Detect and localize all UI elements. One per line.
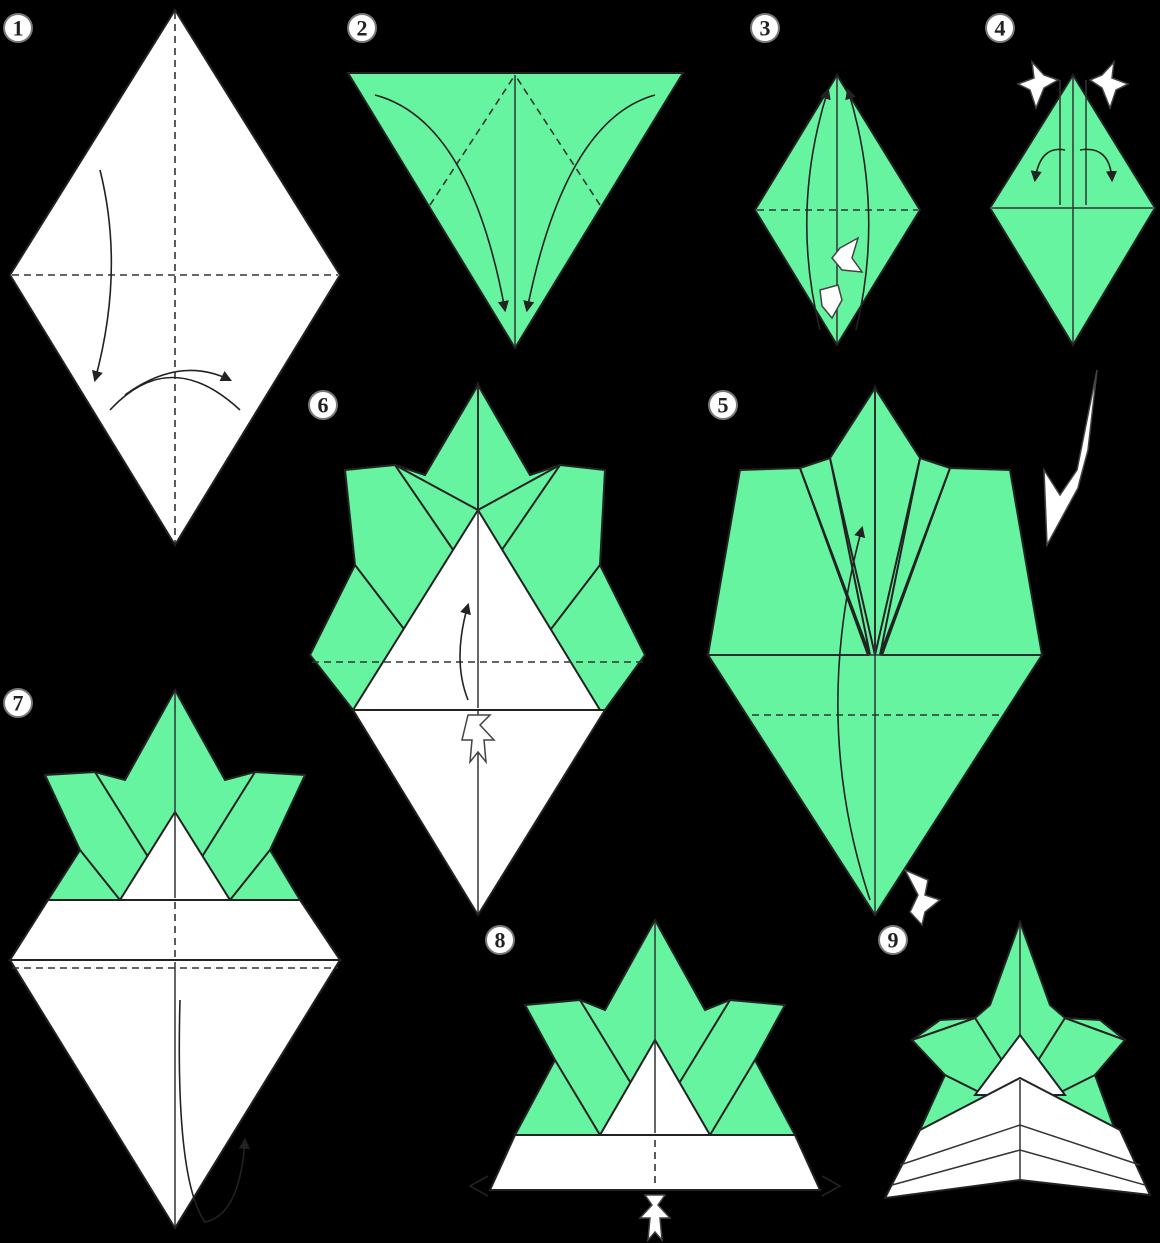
step-5-diagram [708, 388, 1042, 925]
transition-arrow [1044, 370, 1097, 545]
step-3-label: 3 [751, 14, 779, 42]
step-3-diagram [755, 75, 920, 345]
step-8-diagram [470, 920, 840, 1240]
step-7-label: 7 [4, 689, 32, 717]
step-1-number: 1 [13, 16, 24, 41]
step-7-diagram [10, 690, 340, 1228]
step-8-number: 8 [495, 928, 506, 953]
step-3-number: 3 [760, 16, 771, 41]
step-2-number: 2 [357, 16, 368, 41]
step-7-number: 7 [13, 691, 24, 716]
step-6-label: 6 [309, 391, 337, 419]
step-6-diagram [310, 385, 645, 915]
step-6-number: 6 [318, 393, 329, 418]
step-5-number: 5 [718, 393, 729, 418]
step-2-diagram [348, 73, 683, 348]
step-4-number: 4 [995, 16, 1006, 41]
step-1-diagram [10, 10, 340, 545]
step-1-label: 1 [4, 14, 32, 42]
step-5-label: 5 [709, 391, 737, 419]
step-9-label: 9 [879, 926, 907, 954]
step-8-label: 8 [486, 926, 514, 954]
step-4-label: 4 [986, 14, 1014, 42]
step-2-label: 2 [348, 14, 376, 42]
step-9-diagram [885, 922, 1150, 1198]
step-4-diagram [990, 62, 1155, 345]
step-9-number: 9 [888, 928, 899, 953]
